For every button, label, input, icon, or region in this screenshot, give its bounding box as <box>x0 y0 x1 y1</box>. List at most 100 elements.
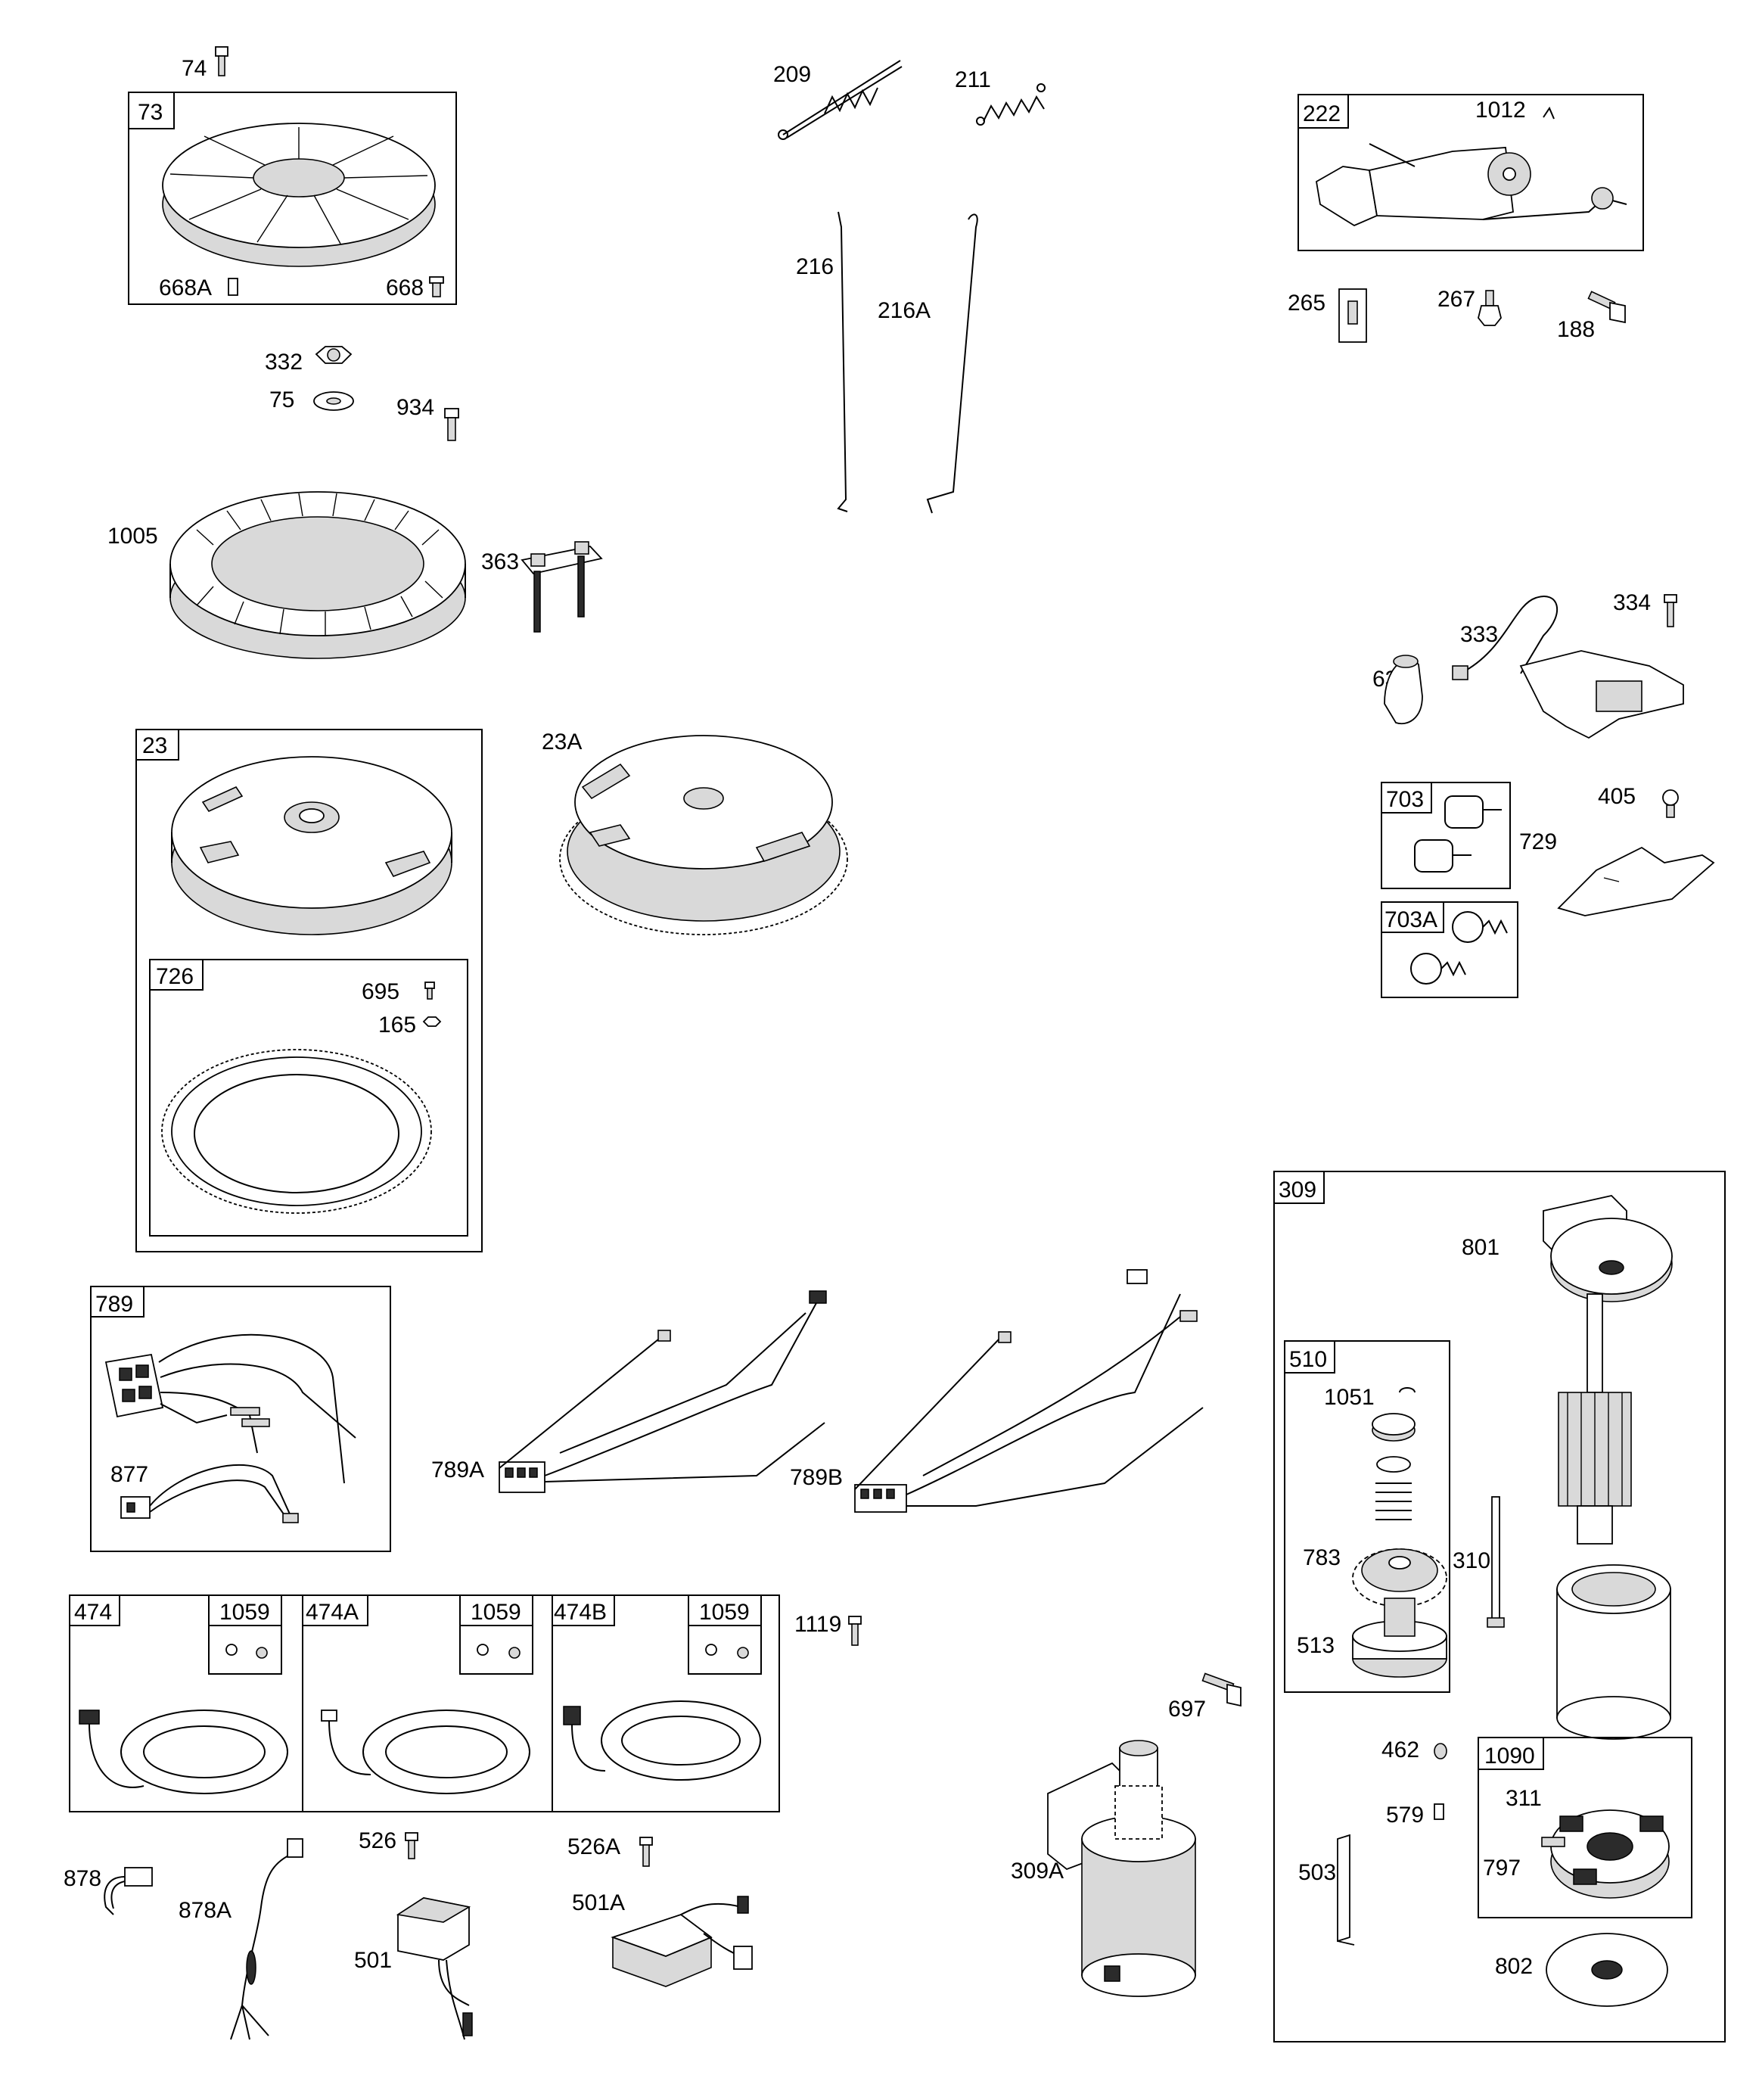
control-bracket-222-icon <box>1316 106 1627 227</box>
box-1090 <box>1478 1737 1692 1918</box>
box-474A <box>302 1594 553 1812</box>
part-group-starter: 1119 697 309A <box>794 1612 1242 1997</box>
callout-334: 334 <box>1613 590 1651 615</box>
blower-housing-icon <box>162 123 436 267</box>
stator-474B-icon <box>563 1700 761 1781</box>
callout-23: 23 <box>142 733 167 758</box>
screw-334-icon <box>1664 594 1677 627</box>
nut-1059-474B-icon <box>737 1647 749 1659</box>
clamp-703-icon <box>1414 795 1502 873</box>
callout-74: 74 <box>182 56 207 81</box>
callout-462: 462 <box>1381 1738 1419 1762</box>
callout-75: 75 <box>269 387 294 412</box>
box-703A <box>1381 901 1518 998</box>
callout-802: 802 <box>1495 1954 1533 1979</box>
rod-216A-icon <box>926 213 978 514</box>
box-789 <box>90 1286 391 1552</box>
callout-789A: 789A <box>431 1458 484 1482</box>
callout-1119: 1119 <box>794 1612 841 1637</box>
callout-503: 503 <box>1298 1860 1336 1885</box>
callout-363: 363 <box>481 549 519 574</box>
part-group-222: 222 1012 265 267 188 <box>1288 94 1644 343</box>
nut-1059-474-icon <box>256 1647 268 1659</box>
end-cap-801-icon <box>1543 1195 1673 1302</box>
screw-1059-474B-icon <box>705 1644 717 1656</box>
nut-165-icon <box>422 1016 442 1027</box>
nut-1059-474A-icon <box>508 1647 521 1659</box>
washer-462-icon <box>1434 1743 1447 1759</box>
part-group-703: 703 703A 405 729 <box>1381 782 1715 998</box>
callout-1051: 1051 <box>1324 1385 1375 1410</box>
screw-526-icon <box>405 1832 418 1859</box>
flywheel-23A-icon <box>559 735 848 935</box>
callout-726: 726 <box>156 964 194 989</box>
callout-703: 703 <box>1386 787 1424 812</box>
stator-474-icon <box>79 1710 288 1794</box>
pinion-gear-783-icon <box>1352 1548 1447 1607</box>
clamp-703A-icon <box>1410 911 1508 985</box>
part-group-23A: 23A <box>542 730 848 935</box>
part-group-linkage: 209 211 216 216A <box>773 60 1046 514</box>
rectifier-501-icon <box>396 1897 473 2040</box>
bracket-363-icon <box>521 541 603 633</box>
callout-333: 333 <box>1460 622 1498 647</box>
spring-579-icon <box>1434 1803 1444 1820</box>
harness-877-icon <box>120 1464 299 1523</box>
callout-789: 789 <box>95 1292 133 1317</box>
part-group-flywheel-fasteners: 332 75 934 <box>265 346 459 441</box>
callout-789B: 789B <box>790 1465 843 1490</box>
lead-878A-icon <box>230 1838 303 2040</box>
callout-877: 877 <box>110 1462 148 1487</box>
screw-267-icon <box>1478 290 1502 326</box>
box-23 <box>135 729 483 1252</box>
callout-729: 729 <box>1519 829 1557 854</box>
callout-783: 783 <box>1303 1545 1341 1570</box>
stud-668A-icon <box>228 278 238 296</box>
regulator-501A-icon <box>611 1896 753 1987</box>
screw-695-icon <box>424 982 435 1000</box>
bolt-697-icon <box>1201 1672 1242 1707</box>
callout-1005: 1005 <box>107 524 158 549</box>
callout-311: 311 <box>1506 1786 1542 1811</box>
fan-1005-icon <box>169 491 466 659</box>
callout-405: 405 <box>1598 784 1636 809</box>
callout-211: 211 <box>955 67 991 92</box>
box-510 <box>1284 1340 1450 1693</box>
drive-parts-510-icon <box>1372 1413 1416 1520</box>
armature-icon <box>1558 1293 1632 1545</box>
harness-789B-icon <box>854 1269 1204 1513</box>
flywheel-23-icon <box>171 756 452 935</box>
callout-1090: 1090 <box>1484 1744 1535 1769</box>
ignition-coil-333-icon <box>1452 596 1684 739</box>
part-group-474: 474 1059 474A 1059 474B 1059 <box>69 1594 780 1812</box>
callout-309A: 309A <box>1011 1859 1064 1884</box>
callout-501: 501 <box>354 1948 392 1973</box>
clutch-513-icon <box>1352 1598 1447 1678</box>
end-plate-802-icon <box>1546 1933 1668 2007</box>
box-703 <box>1381 782 1511 889</box>
part-group-309: 309 801 510 1051 783 513 <box>1273 1171 1726 2042</box>
box-222 <box>1297 94 1644 251</box>
callout-1012: 1012 <box>1475 98 1526 123</box>
shield-729-icon <box>1557 846 1715 916</box>
harness-789-icon <box>104 1333 356 1484</box>
callout-501A: 501A <box>572 1890 625 1915</box>
callout-526: 526 <box>359 1828 396 1853</box>
callout-579: 579 <box>1386 1803 1424 1828</box>
terminal-503-icon <box>1337 1834 1355 1946</box>
callout-801: 801 <box>1462 1235 1500 1260</box>
callout-526A: 526A <box>567 1834 620 1859</box>
brush-holder-1090-icon <box>1541 1809 1670 1899</box>
callout-510: 510 <box>1289 1347 1327 1372</box>
screw-1119-icon <box>848 1616 862 1646</box>
starter-motor-309A-icon <box>1047 1740 1196 1997</box>
stator-474A-icon <box>321 1710 530 1794</box>
callout-332: 332 <box>265 350 303 375</box>
callout-513: 513 <box>1297 1633 1335 1658</box>
callout-23A: 23A <box>542 730 582 754</box>
part-group-1005: 1005 363 <box>107 491 603 659</box>
callout-1059-474: 1059 <box>219 1600 270 1625</box>
callout-474A: 474A <box>306 1600 359 1625</box>
nut-332-icon <box>315 346 353 364</box>
